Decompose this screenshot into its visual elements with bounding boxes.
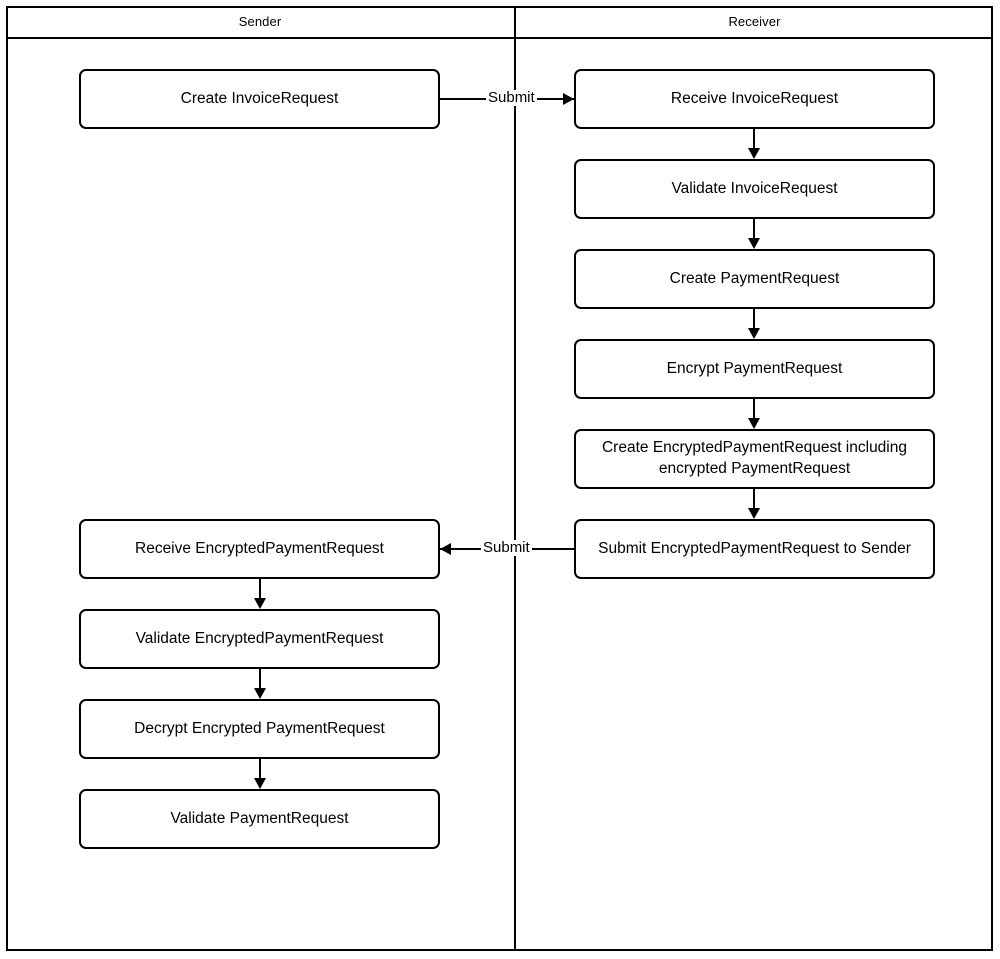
task-validate-paymentrequest[interactable]: Validate PaymentRequest (79, 789, 440, 849)
flow-t10-t11-line (259, 759, 261, 780)
flow-label-submit-invoicerequest: Submit (486, 89, 537, 106)
task-create-encryptedpaymentrequest[interactable]: Create EncryptedPaymentRequest including… (574, 429, 935, 489)
flow-t8-t9-arrowhead (254, 598, 266, 609)
flow-t9-t10-line (259, 669, 261, 690)
task-create-invoicerequest[interactable]: Create InvoiceRequest (79, 69, 440, 129)
flow-label-submit-encryptedpaymentrequest: Submit (481, 539, 532, 556)
task-receive-invoicerequest[interactable]: Receive InvoiceRequest (574, 69, 935, 129)
flow-t2-t3-arrowhead (748, 148, 760, 159)
flow-submit-encryptedpaymentrequest-arrowhead (440, 543, 451, 555)
flow-t2-t3-line (753, 129, 755, 150)
task-encrypt-paymentrequest[interactable]: Encrypt PaymentRequest (574, 339, 935, 399)
task-validate-encryptedpaymentrequest[interactable]: Validate EncryptedPaymentRequest (79, 609, 440, 669)
lane-divider (514, 6, 516, 951)
flow-t8-t9-line (259, 579, 261, 600)
flow-t5-t6-line (753, 399, 755, 420)
lane-header-receiver: Receiver (728, 14, 781, 29)
task-submit-encryptedpaymentrequest-to-sender[interactable]: Submit EncryptedPaymentRequest to Sender (574, 519, 935, 579)
flow-t10-t11-arrowhead (254, 778, 266, 789)
lane-header-band: Sender Receiver (6, 6, 993, 39)
flow-t9-t10-arrowhead (254, 688, 266, 699)
task-receive-encryptedpaymentrequest[interactable]: Receive EncryptedPaymentRequest (79, 519, 440, 579)
flow-t5-t6-arrowhead (748, 418, 760, 429)
task-create-paymentrequest[interactable]: Create PaymentRequest (574, 249, 935, 309)
flow-t3-t4-line (753, 219, 755, 240)
flow-t6-t7-line (753, 489, 755, 510)
flow-submit-invoicerequest-arrowhead (563, 93, 574, 105)
task-decrypt-encrypted-paymentrequest[interactable]: Decrypt Encrypted PaymentRequest (79, 699, 440, 759)
lane-header-sender: Sender (238, 14, 282, 29)
task-validate-invoicerequest[interactable]: Validate InvoiceRequest (574, 159, 935, 219)
flow-t4-t5-arrowhead (748, 328, 760, 339)
flow-t4-t5-line (753, 309, 755, 330)
flow-t3-t4-arrowhead (748, 238, 760, 249)
flow-t6-t7-arrowhead (748, 508, 760, 519)
